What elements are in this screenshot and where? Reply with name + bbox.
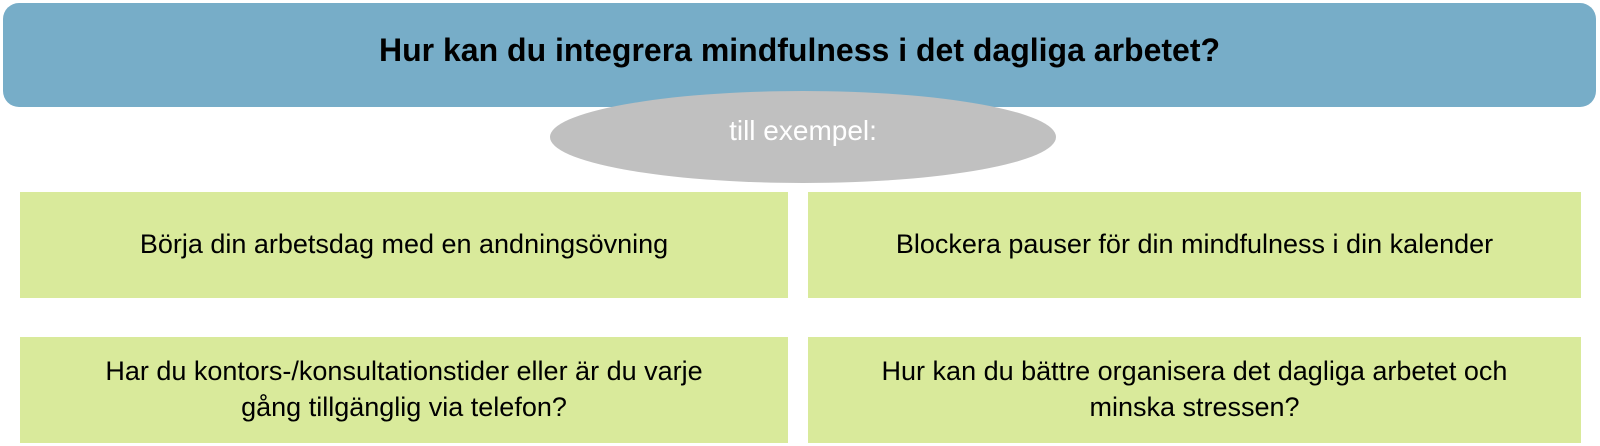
header-title: Hur kan du integrera mindfulness i det d…	[378, 31, 1221, 68]
example-card-organize: Hur kan du bättre organisera det dagliga…	[808, 337, 1581, 443]
example-card-calendar: Blockera pauser för din mindfulness i di…	[808, 192, 1581, 298]
header-bar: Hur kan du integrera mindfulness i det d…	[3, 3, 1596, 107]
card-text: Hur kan du bättre organisera det dagliga…	[881, 356, 1508, 422]
card-text: Har du kontors-/konsultationstider eller…	[105, 356, 703, 422]
card-text: Börja din arbetsdag med en andningsövnin…	[139, 229, 669, 260]
card-text: Blockera pauser för din mindfulness i di…	[895, 229, 1494, 260]
example-card-availability: Har du kontors-/konsultationstider eller…	[20, 337, 788, 443]
example-card-breathing: Börja din arbetsdag med en andningsövnin…	[20, 192, 788, 298]
example-ellipse: till exempel:	[550, 91, 1056, 183]
example-label: till exempel:	[729, 115, 877, 146]
